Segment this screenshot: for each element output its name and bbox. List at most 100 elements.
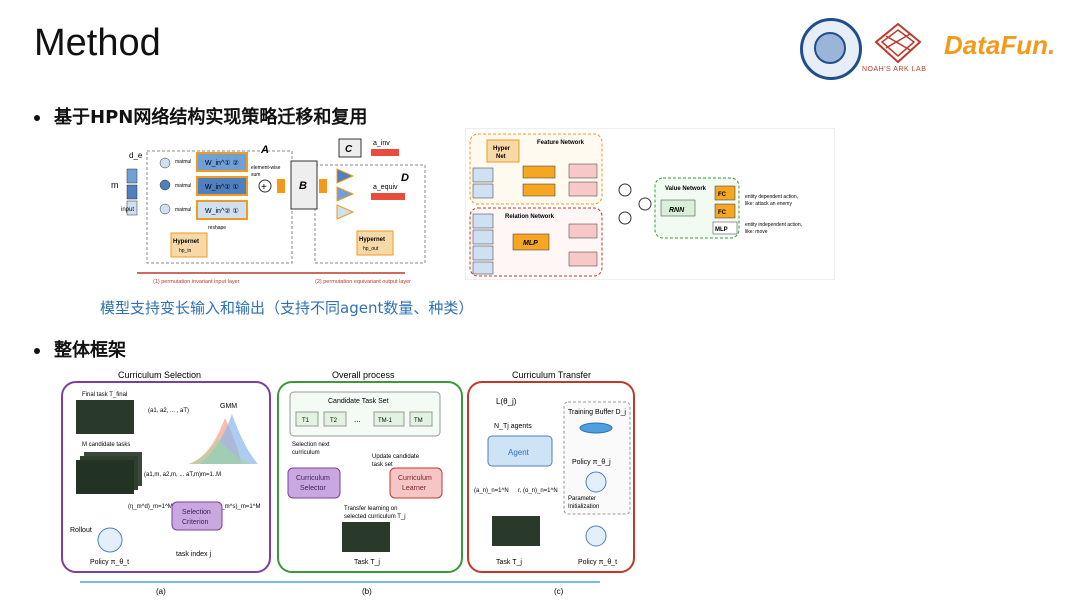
hypernet-box xyxy=(486,139,520,163)
university-logo-icon xyxy=(800,18,862,80)
sum-icon xyxy=(258,179,272,193)
label-C: C xyxy=(345,144,353,155)
task-mid-image xyxy=(342,522,390,552)
label-a-inv: a_inv xyxy=(373,140,390,147)
value-network-label: Value Network xyxy=(665,186,707,192)
label-matmul-3: matmul xyxy=(175,207,191,213)
label-a-equiv: a_equiv xyxy=(373,184,398,191)
label-de: d_e xyxy=(129,151,143,160)
gmm-label: GMM xyxy=(220,403,237,410)
a-equiv-bar xyxy=(371,193,405,200)
transfer-label-1: Transfer learning on xyxy=(344,506,397,512)
final-task-label: Final task T_final xyxy=(82,392,127,398)
task-tm1 xyxy=(373,411,405,427)
seq1-label: (a1, a2, ... , aT) xyxy=(148,408,189,414)
m-candidate-label: M candidate tasks xyxy=(82,442,130,448)
mlp2-label: MLP xyxy=(715,227,728,233)
task-index-label: task index j xyxy=(176,551,211,558)
mlp2-box xyxy=(712,221,738,235)
label-matmul-2: matmul xyxy=(175,183,191,189)
rnn-label: RNN xyxy=(669,207,685,214)
curriculum-selection-panel xyxy=(61,381,271,573)
task-tm xyxy=(409,411,433,427)
agent-label: Agent xyxy=(508,448,530,457)
label-D: D xyxy=(401,172,409,184)
mul-icon-2 xyxy=(618,211,632,225)
rel-obs-3 xyxy=(472,245,494,261)
policy-left-label: Policy π_θ_t xyxy=(90,559,129,566)
candidate-image-1 xyxy=(76,460,134,494)
task-set-label: task set xyxy=(372,462,393,468)
input-entity-2 xyxy=(126,184,138,200)
bullet-dot-icon xyxy=(34,348,40,354)
input-entity-1 xyxy=(126,168,138,184)
curriculum-framework-diagram: Curriculum Selection Final task T_final … xyxy=(61,370,635,596)
selection-criterion-box xyxy=(171,501,223,531)
rel-obs-1 xyxy=(472,213,494,229)
hpn-output-region xyxy=(314,164,426,264)
label-w1: W_in^① ② xyxy=(205,159,239,167)
fc-box-2 xyxy=(714,203,736,219)
add-icon xyxy=(638,197,652,211)
fc-label-1: FC xyxy=(718,192,727,198)
loss-label: L(θ_j) xyxy=(496,397,517,406)
eta2-label: (η_m^s)_m=1^M xyxy=(216,504,260,510)
final-task-image xyxy=(76,400,134,434)
gmm-curve-3 xyxy=(190,438,250,464)
bullet-hpn: 基于HPN网络结构实现策略迁移和复用 xyxy=(34,103,367,129)
hypernet-in-box xyxy=(170,232,208,258)
page-title: Method xyxy=(34,22,161,64)
node-3 xyxy=(159,203,171,215)
rel-obs-2 xyxy=(472,229,494,245)
w1-box xyxy=(522,183,556,197)
overall-process-panel xyxy=(277,381,463,573)
out-head-2 xyxy=(336,186,355,202)
rel-obs-4 xyxy=(472,261,494,275)
weight-block-1 xyxy=(196,152,248,172)
learner-label-2: Learner xyxy=(402,485,427,492)
obs-1 xyxy=(472,167,494,183)
label-B: B xyxy=(299,180,307,192)
mlp-box xyxy=(512,233,550,251)
hypernet-label-2: Net xyxy=(496,154,506,160)
caption-input-layer: (1) permutation invariant input layer xyxy=(153,279,240,285)
op-title: Overall process xyxy=(332,370,395,380)
out1b-label: like: attack an enemy xyxy=(745,201,792,207)
policy-left-icon xyxy=(97,527,123,553)
hypernet-out-box xyxy=(356,230,394,256)
eta-label: (η_m^d)_m=1^M xyxy=(128,504,173,510)
task-mid-label: Task T_j xyxy=(354,559,380,566)
mul-icon-1 xyxy=(618,183,632,197)
w2-box xyxy=(522,165,556,179)
hypernet-in-sub: hp_in xyxy=(179,248,191,254)
t1-label: T1 xyxy=(302,418,310,424)
weight-block-3 xyxy=(196,200,248,220)
network-diagram: Feature Network Hyper Net Relation Netwo… xyxy=(465,128,835,280)
task-t1 xyxy=(295,411,319,427)
out-head-1 xyxy=(336,168,355,184)
t2-label: T2 xyxy=(330,418,338,424)
curriculum-label: curriculum xyxy=(292,450,320,456)
out-head-3 xyxy=(336,204,355,220)
label-c: (c) xyxy=(554,587,564,596)
out2b-label: like: move xyxy=(745,229,768,235)
block-C xyxy=(338,138,362,158)
hypernet-in-label: Hypernet xyxy=(173,239,199,245)
bullet-dot-icon xyxy=(34,115,40,121)
fc-box-1 xyxy=(714,185,736,201)
phi-3 xyxy=(568,223,598,239)
caption-variable-io: 模型支持变长输入和输出（支持不同agent数量、种类） xyxy=(100,299,474,317)
hypernet-label-1: Hyper xyxy=(493,146,511,152)
noahs-ark-label: NOAH'S ARK LAB xyxy=(862,66,927,73)
policy-right-bot-icon xyxy=(585,525,607,547)
label-matmul-1: matmul xyxy=(175,159,191,165)
phi-2 xyxy=(568,181,598,197)
param-init-label-1: Parameter xyxy=(568,496,596,502)
buffer-db-icon xyxy=(579,422,613,434)
curriculum-transfer-panel xyxy=(467,381,635,573)
cs-title: Curriculum Selection xyxy=(118,370,201,380)
n-agents-label: N_Tj agents xyxy=(494,423,532,430)
tm1-label: TM-1 xyxy=(378,418,393,424)
rollout-label: Rollout xyxy=(70,527,92,534)
training-buffer-label: Training Buffer D_j xyxy=(568,409,626,416)
